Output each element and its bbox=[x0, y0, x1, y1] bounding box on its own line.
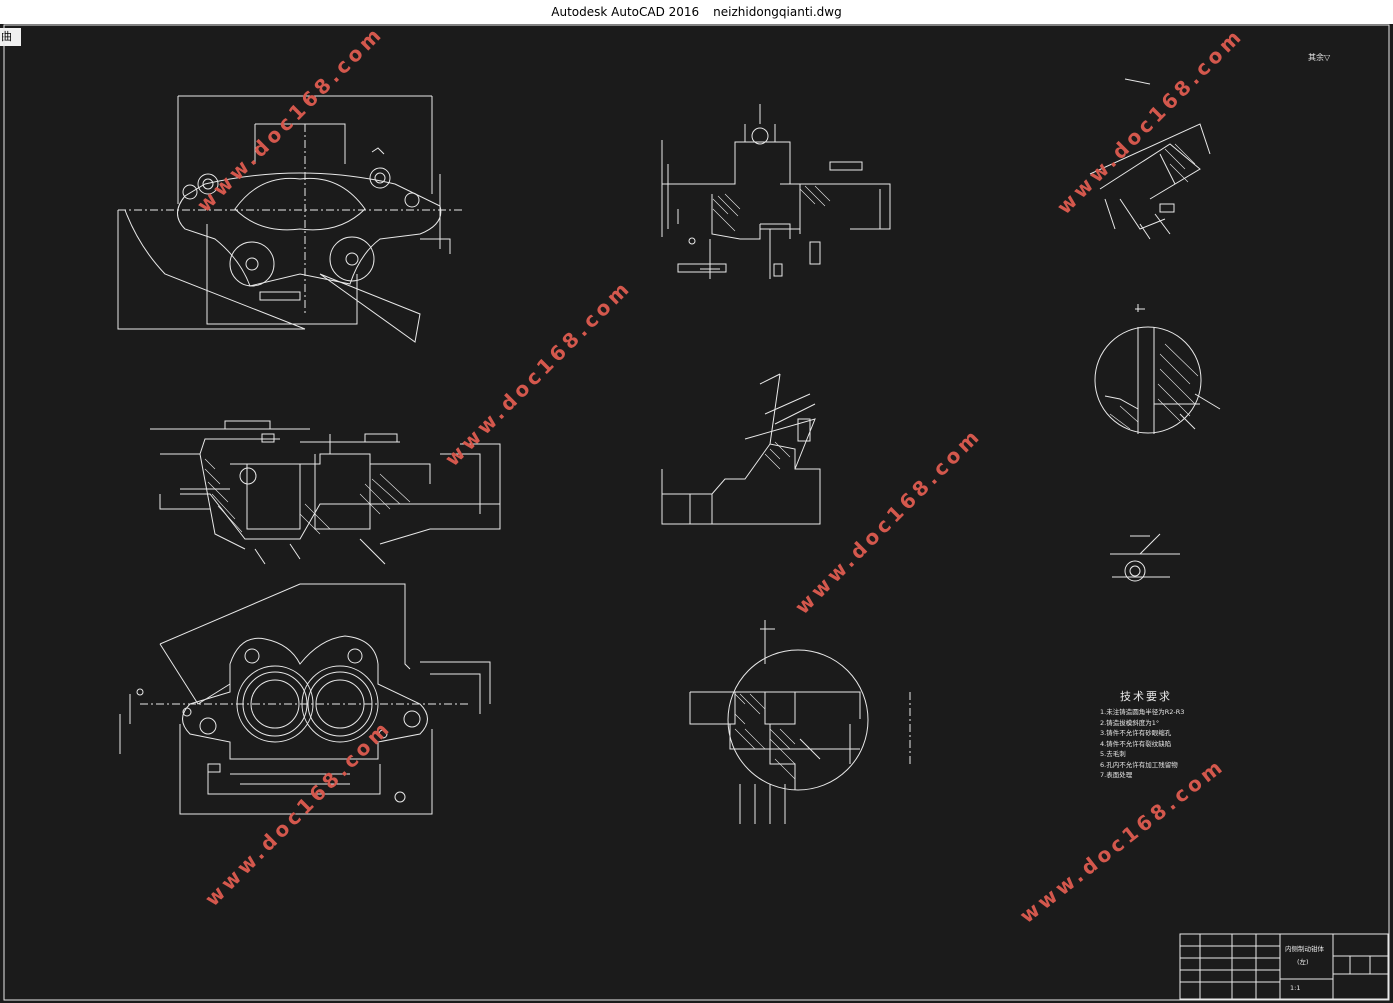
title-block bbox=[1179, 933, 1389, 1000]
app-name: Autodesk AutoCAD 2016 bbox=[551, 5, 700, 19]
requirement-item: 5.去毛刺 bbox=[1100, 750, 1126, 758]
viewport-corner-label[interactable]: 曲 bbox=[0, 28, 21, 46]
requirement-item: 7.表面处理 bbox=[1100, 771, 1133, 779]
cad-drawing bbox=[3, 24, 1390, 1001]
caliper-top-view bbox=[117, 95, 462, 343]
title-block-part-name: 内侧制动钳体 bbox=[1285, 945, 1324, 953]
caliper-side-view-middle bbox=[661, 373, 821, 525]
caliper-bottom-view bbox=[119, 583, 491, 815]
caliper-side-view-top bbox=[661, 104, 891, 279]
detail-view-circle bbox=[689, 620, 911, 824]
technical-requirements-title: 技术要求 bbox=[1120, 690, 1172, 703]
requirement-item: 3.铸件不允许有砂眼缩孔 bbox=[1100, 729, 1172, 737]
file-name: neizhidongqianti.dwg bbox=[713, 5, 842, 19]
requirement-item: 2.铸造拔模斜度为1° bbox=[1100, 718, 1160, 727]
requirement-item: 4.铸件不允许有裂纹缺陷 bbox=[1100, 739, 1172, 748]
small-circle-detail bbox=[1110, 533, 1180, 582]
window-title-bar: Autodesk AutoCAD 2016 neizhidongqianti.dw… bbox=[0, 0, 1393, 25]
requirement-item: 1.未注铸造圆角半径为R2-R3 bbox=[1100, 708, 1185, 716]
surface-roughness-note: 其余▽ bbox=[1308, 53, 1331, 62]
circular-detail-right bbox=[1094, 304, 1221, 434]
title-block-scale: 1:1 bbox=[1290, 984, 1301, 992]
drawing-border bbox=[3, 24, 1390, 1001]
section-detail-top-right bbox=[1089, 78, 1211, 240]
caliper-section-view bbox=[150, 420, 501, 565]
title-block-part-sub: (左) bbox=[1297, 958, 1309, 966]
technical-requirements: 技术要求 1.未注铸造圆角半径为R2-R3 2.铸造拔模斜度为1° 3.铸件不允… bbox=[1100, 688, 1184, 781]
drawing-canvas[interactable]: 曲 bbox=[0, 24, 1393, 1003]
requirement-item: 6.孔内不允许有加工残留物 bbox=[1100, 760, 1178, 769]
